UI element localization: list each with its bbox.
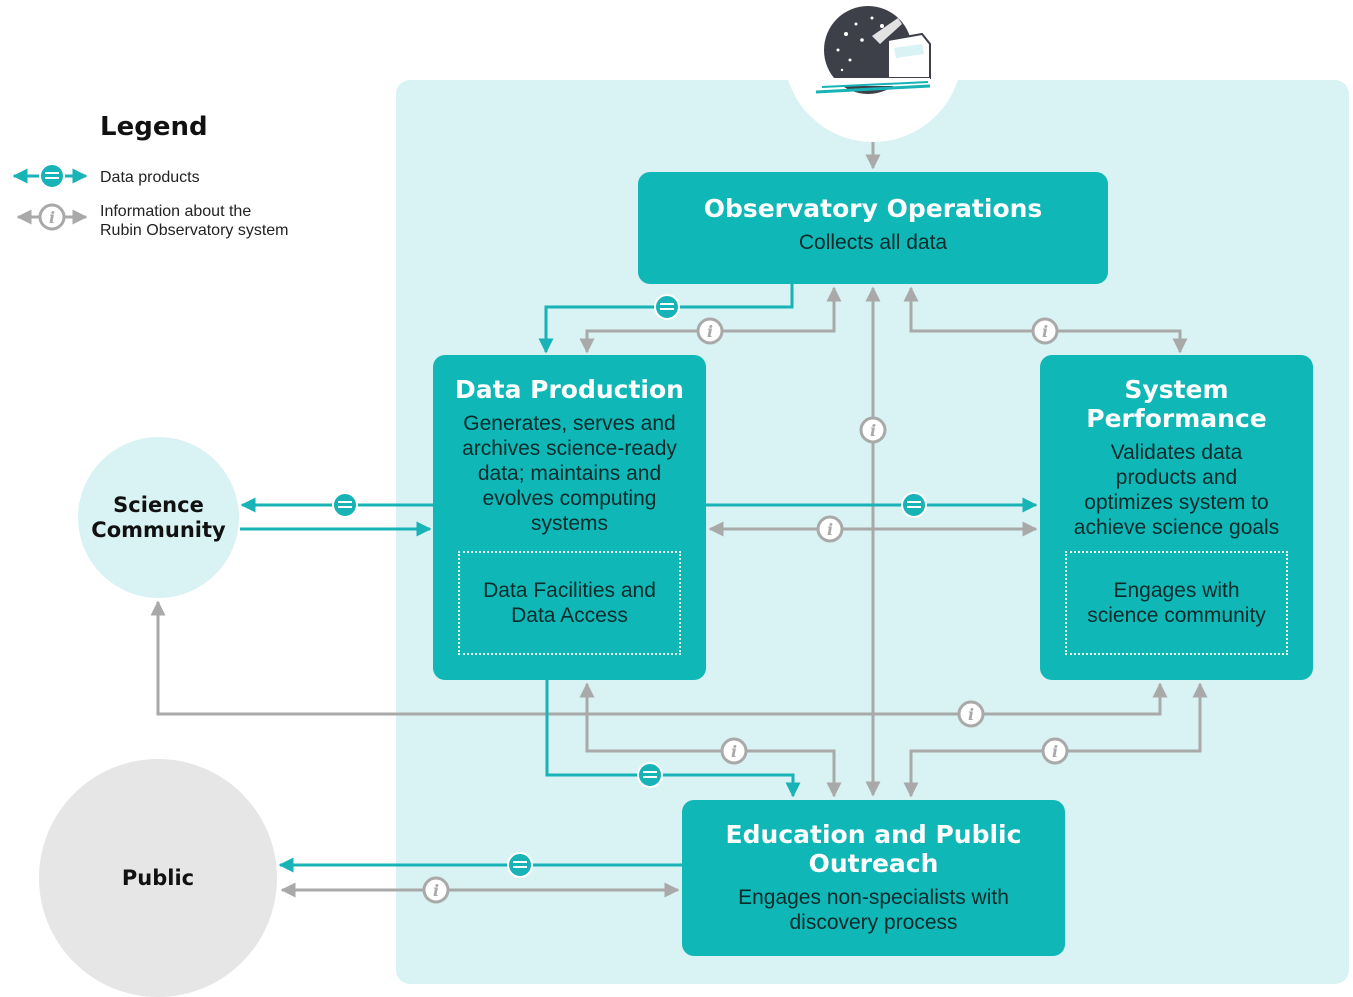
desc-line: discovery process bbox=[789, 911, 958, 934]
education-outreach-title: Education and Public Outreach bbox=[682, 820, 1065, 878]
public-node: Public bbox=[39, 759, 277, 997]
data-product-badge-icon bbox=[637, 762, 663, 788]
sub-line: Engages with bbox=[1113, 579, 1240, 602]
info-badge-icon bbox=[1041, 737, 1069, 765]
education-outreach-box: Education and Public Outreach Engages no… bbox=[682, 800, 1065, 956]
science-community-node: Science Community bbox=[78, 437, 239, 598]
desc-line: Validates data bbox=[1110, 441, 1243, 464]
desc-line: optimizes system to bbox=[1084, 491, 1269, 514]
sub-line: science community bbox=[1087, 604, 1266, 627]
data-product-badge-icon bbox=[332, 492, 358, 518]
legend-information-line: Information about the bbox=[100, 203, 252, 220]
desc-line: achieve science goals bbox=[1073, 516, 1280, 539]
education-outreach-desc: Engages non-specialists with discovery p… bbox=[682, 885, 1065, 935]
legend-information-label: Information about the Rubin Observatory … bbox=[100, 202, 289, 240]
system-performance-box: System Performance Validates data produc… bbox=[1040, 355, 1313, 680]
observatory-operations-box: Observatory Operations Collects all data bbox=[638, 172, 1108, 284]
title-line: System bbox=[1124, 375, 1229, 404]
data-production-desc: Generates, serves and archives science-r… bbox=[433, 411, 706, 536]
info-badge-icon bbox=[1031, 317, 1059, 345]
public-label: Public bbox=[121, 866, 195, 890]
legend-data-product-badge-icon bbox=[39, 163, 65, 189]
info-badge-icon bbox=[696, 317, 724, 345]
engages-community-subbox: Engages with science community bbox=[1065, 551, 1288, 655]
desc-line: evolves computing bbox=[482, 487, 657, 510]
legend-data-products-label: Data products bbox=[100, 169, 200, 186]
data-production-title: Data Production bbox=[455, 375, 684, 404]
legend-info-badge-icon bbox=[38, 203, 66, 231]
info-badge-icon bbox=[957, 700, 985, 728]
desc-line: data; maintains and bbox=[477, 462, 662, 485]
data-production-box: Data Production Generates, serves and ar… bbox=[433, 355, 706, 680]
info-badge-icon bbox=[816, 515, 844, 543]
observatory-operations-desc: Collects all data bbox=[798, 231, 948, 254]
observatory-operations-title: Observatory Operations bbox=[703, 194, 1043, 223]
title-line: Outreach bbox=[808, 849, 939, 878]
sub-line: Data Facilities and bbox=[483, 579, 656, 602]
info-badge-icon bbox=[422, 876, 450, 904]
legend-title: Legend bbox=[100, 112, 208, 142]
science-community-line: Science bbox=[113, 492, 204, 517]
desc-line: systems bbox=[530, 512, 608, 535]
desc-line: Generates, serves and bbox=[463, 412, 676, 435]
title-line: Performance bbox=[1086, 404, 1267, 433]
legend-information-line: Rubin Observatory system bbox=[100, 222, 289, 239]
system-performance-title: System Performance bbox=[1040, 375, 1313, 433]
title-line: Education and Public bbox=[725, 820, 1022, 849]
info-badge-icon bbox=[720, 737, 748, 765]
desc-line: Engages non-specialists with bbox=[738, 886, 1009, 909]
data-product-badge-icon bbox=[507, 852, 533, 878]
data-facilities-subbox: Data Facilities and Data Access bbox=[458, 551, 681, 655]
desc-line: products and bbox=[1115, 466, 1238, 489]
sub-line: Data Access bbox=[511, 604, 628, 627]
science-community-line: Community bbox=[91, 517, 226, 542]
desc-line: archives science-ready bbox=[462, 437, 677, 460]
info-badge-icon bbox=[859, 416, 887, 444]
data-product-badge-icon bbox=[654, 294, 680, 320]
system-performance-desc: Validates data products and optimizes sy… bbox=[1040, 440, 1313, 540]
data-product-badge-icon bbox=[901, 492, 927, 518]
telescope-logo-icon bbox=[815, 6, 931, 94]
